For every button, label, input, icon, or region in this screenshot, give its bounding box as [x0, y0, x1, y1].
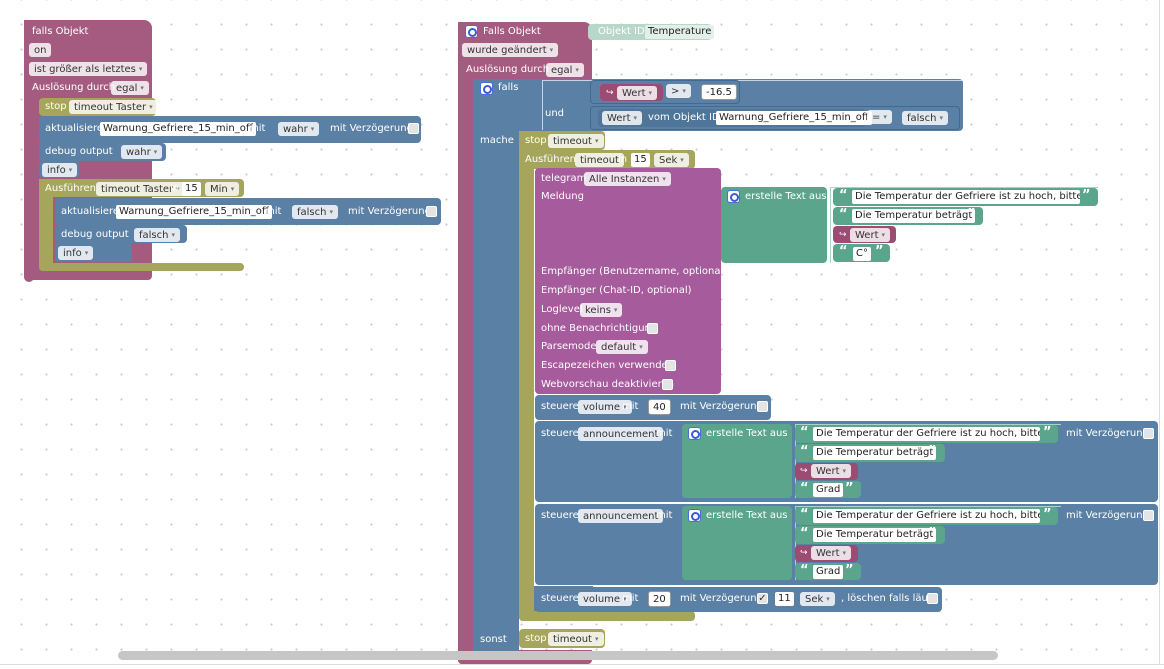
left-update-value[interactable]: wahr▾ — [278, 122, 320, 136]
wert3-dropdown[interactable]: Wert▾ — [850, 228, 891, 242]
loglevel-dropdown[interactable]: keins▾ — [580, 303, 623, 317]
left-exec-num[interactable]: 15 — [182, 182, 201, 196]
announcement-delay-checkbox-1[interactable] — [1143, 428, 1154, 439]
left-trigger-dropdown[interactable]: egal▾ — [111, 81, 149, 95]
wert5-dropdown[interactable]: Wert▾ — [811, 546, 852, 560]
left-update-label: aktualisiere — [45, 123, 104, 134]
announcement-dropdown-2[interactable]: announcement — [578, 509, 664, 523]
left-stop-dropdown[interactable]: timeout Taster▾ — [69, 100, 158, 114]
left-update2-object[interactable]: Warnung_Gefriere_15_min_off — [116, 205, 272, 219]
delay-num[interactable]: 11 — [775, 592, 794, 606]
wert2-dropdown[interactable]: Wert▾ — [602, 111, 643, 125]
left-exec-unit[interactable]: Min▾ — [205, 182, 240, 196]
right-exec-dropdown[interactable]: timeout — [575, 153, 624, 167]
create-text-gear-icon[interactable] — [727, 190, 740, 203]
escape-checkbox[interactable] — [665, 360, 676, 371]
wert4-dropdown[interactable]: Wert▾ — [811, 464, 852, 478]
workspace-bottom-edge — [0, 664, 1164, 665]
volume-dropdown-2[interactable]: volume▾ — [578, 592, 632, 606]
delay-unit-dropdown[interactable]: Sek▾ — [800, 592, 835, 606]
right-stop2-dropdown[interactable]: timeout▾ — [548, 632, 604, 646]
left-update2-value[interactable]: falsch▾ — [292, 205, 338, 219]
right-trigger-dropdown[interactable]: egal▾ — [546, 63, 584, 77]
objid-value[interactable]: Temperature — [645, 25, 715, 39]
announcement-delay-checkbox-2[interactable] — [1143, 510, 1154, 521]
left-exec-dropdown[interactable]: timeout Taster▾ — [96, 182, 185, 196]
gt-dropdown[interactable]: >▾ — [666, 84, 691, 98]
create-text-gear-icon-3[interactable] — [688, 509, 701, 522]
left-stop-label: stop — [45, 101, 67, 112]
right-exec-unit[interactable]: Sek▾ — [654, 153, 689, 167]
left-info-dropdown[interactable]: info▾ — [42, 163, 78, 177]
wert-dropdown[interactable]: Wert▾ — [617, 86, 658, 100]
left-info2-dropdown[interactable]: info▾ — [58, 246, 94, 260]
clear-checkbox[interactable] — [927, 593, 938, 604]
eq-dropdown[interactable]: =▾ — [867, 110, 892, 124]
left-update-object[interactable]: Warnung_Gefriere_15_min_off — [100, 122, 256, 136]
telegram-block[interactable] — [535, 168, 721, 394]
left-delay-checkbox[interactable] — [408, 123, 419, 134]
obj2-value[interactable]: Warnung_Gefriere_15_min_off — [716, 111, 872, 125]
volume-delay-checkbox-1[interactable] — [757, 401, 768, 412]
threshold-input[interactable]: -16.5 — [701, 84, 737, 100]
falsch-dropdown[interactable]: falsch▾ — [902, 111, 948, 125]
horizontal-scrollbar[interactable] — [118, 651, 998, 660]
instances-dropdown[interactable]: Alle Instanzen▾ — [584, 172, 671, 186]
parsemode-dropdown[interactable]: default▾ — [596, 340, 648, 354]
if-gear-icon[interactable] — [480, 82, 493, 95]
webpreview-checkbox[interactable] — [662, 379, 673, 390]
volume-delay-checkbox-2[interactable]: ✓ — [757, 593, 768, 604]
right-event-gear-icon[interactable] — [465, 25, 478, 38]
right-stop-dropdown[interactable]: timeout▾ — [548, 134, 604, 148]
left-debug2-value[interactable]: falsch▾ — [134, 228, 180, 242]
right-exec-num[interactable]: 15 — [631, 153, 650, 167]
vertical-scrollbar-edge — [1159, 0, 1160, 664]
no-notif-checkbox[interactable] — [647, 323, 658, 334]
right-changed-dropdown[interactable]: wurde geändert▾ — [462, 43, 559, 57]
left-delay2-checkbox[interactable] — [426, 206, 437, 217]
volume-value-2[interactable]: 20 — [648, 591, 671, 607]
left-trigger-label: Auslösung durch — [32, 82, 116, 93]
volume-value-1[interactable]: 40 — [648, 399, 671, 415]
left-header: falls Objekt — [32, 26, 89, 37]
left-delay-label: mit Verzögerung — [330, 123, 413, 134]
volume-dropdown-1[interactable]: volume▾ — [578, 400, 632, 414]
create-text-gear-icon-2[interactable] — [688, 427, 701, 440]
left-debug-value[interactable]: wahr▾ — [121, 145, 163, 159]
announcement-dropdown-1[interactable]: announcement — [578, 427, 664, 441]
left-on-dropdown[interactable]: on — [29, 43, 52, 57]
left-cond-dropdown[interactable]: ist größer als letztes▾ — [29, 62, 148, 76]
